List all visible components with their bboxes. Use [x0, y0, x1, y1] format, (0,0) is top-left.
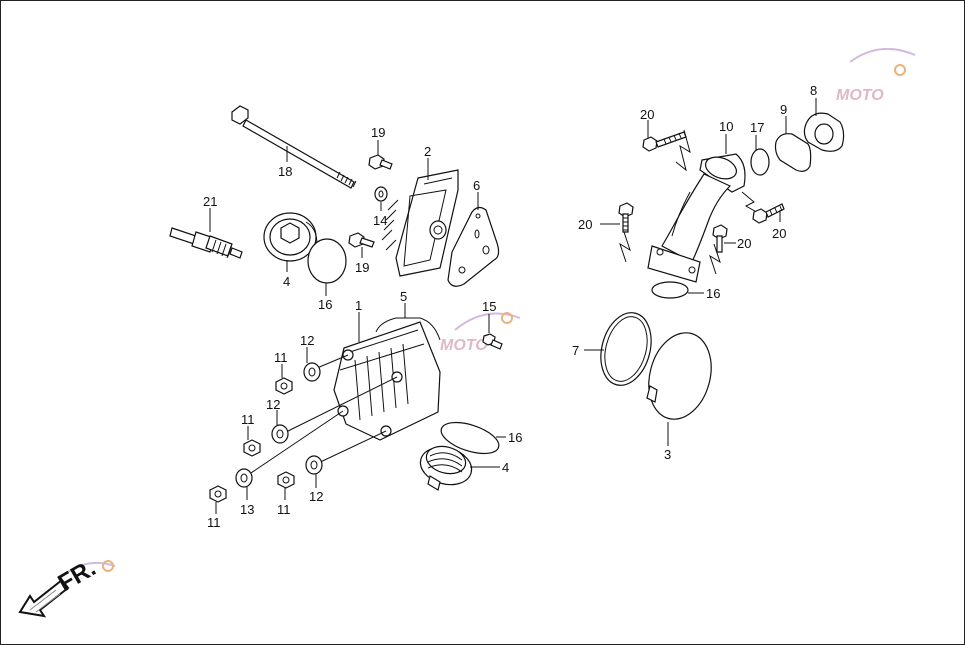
washer-13	[235, 468, 253, 488]
label-20-top: 20	[640, 107, 654, 122]
washer-12-a	[303, 362, 321, 382]
washer-12-c	[305, 455, 323, 475]
svg-text:MOTO: MOTO	[440, 337, 488, 354]
label-4-upper: 4	[283, 274, 290, 289]
cap-4-upper	[263, 212, 318, 262]
nut-11-a	[275, 377, 293, 395]
label-8: 8	[810, 83, 817, 98]
bolt-20-top	[642, 131, 687, 152]
label-1: 1	[355, 298, 362, 313]
break-line-left	[619, 231, 631, 263]
label-21: 21	[203, 194, 217, 209]
washer-12-b	[271, 424, 289, 444]
bolt-20-bottom	[712, 224, 728, 253]
label-11-a: 11	[274, 350, 288, 365]
intake-pipe-10	[647, 153, 746, 283]
o-ring-16-upper	[307, 238, 347, 284]
label-19-top: 19	[371, 125, 385, 140]
label-3: 3	[664, 447, 671, 462]
label-16-middle: 16	[508, 430, 522, 445]
label-20-right: 20	[772, 226, 786, 241]
gasket-9	[774, 133, 812, 172]
front-direction-arrow	[18, 578, 70, 618]
break-line-bottom	[709, 243, 721, 275]
label-6: 6	[473, 178, 480, 193]
label-4-lower: 4	[502, 460, 509, 475]
watermark-logo-top-right: MOTO	[836, 47, 916, 104]
watermark-logo-center: MOTO	[440, 312, 521, 354]
o-ring-7	[600, 312, 652, 386]
break-line-right	[741, 191, 761, 215]
bolt-19-lower	[348, 232, 375, 248]
label-19-lower: 19	[355, 260, 369, 275]
label-2: 2	[424, 144, 431, 159]
bolt-19-top	[368, 154, 393, 170]
label-5: 5	[400, 289, 407, 304]
cover-gasket-5	[375, 317, 441, 341]
label-15: 15	[482, 299, 496, 314]
label-12-a: 12	[300, 333, 314, 348]
stud-bolt-18	[231, 105, 357, 189]
label-11-b: 11	[241, 412, 255, 427]
bolt-20-right	[752, 203, 785, 224]
label-16-right: 16	[706, 286, 720, 301]
o-ring-16-middle	[440, 421, 500, 455]
label-20-left: 20	[578, 217, 592, 232]
washer-14	[374, 186, 388, 202]
insulator-8	[803, 112, 845, 152]
label-7: 7	[572, 343, 579, 358]
cover-plate-2	[381, 169, 459, 277]
label-18: 18	[278, 164, 292, 179]
label-17: 17	[750, 120, 764, 135]
label-16-upper: 16	[318, 297, 332, 312]
label-13: 13	[240, 502, 254, 517]
label-14: 14	[373, 213, 387, 228]
label-11-d: 11	[277, 502, 291, 517]
label-9: 9	[780, 102, 787, 117]
label-12-b: 12	[266, 397, 280, 412]
nut-11-d	[277, 471, 295, 489]
o-ring-17	[750, 148, 770, 176]
spark-plug-21	[169, 227, 243, 259]
label-12-c: 12	[309, 489, 323, 504]
break-line-top	[675, 129, 691, 172]
label-20-bottom: 20	[737, 236, 751, 251]
bolt-15	[482, 333, 503, 350]
cylinder-head-cover-1	[333, 321, 441, 441]
label-11-c: 11	[207, 515, 221, 530]
svg-text:MOTO: MOTO	[836, 87, 884, 104]
nut-11-c	[209, 485, 227, 503]
watermark-logo-bottom-left	[59, 560, 116, 579]
gasket-plate-6	[447, 206, 500, 287]
nut-11-b	[243, 439, 261, 457]
tappet-cover-3	[646, 332, 712, 420]
bolt-20-left	[618, 202, 634, 233]
cap-4-lower	[419, 445, 473, 491]
o-ring-16-right	[651, 281, 689, 299]
label-10: 10	[719, 119, 733, 134]
